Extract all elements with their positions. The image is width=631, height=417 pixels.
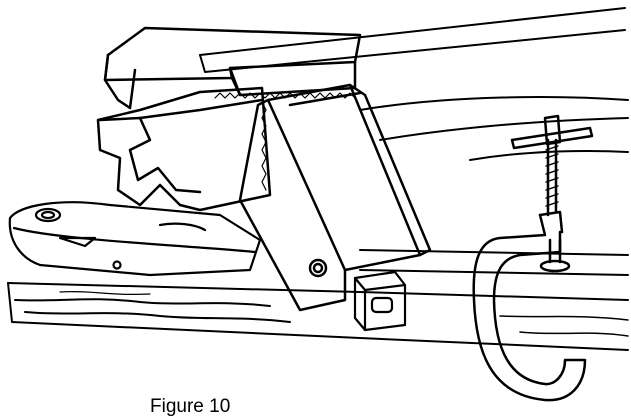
- vise-head: [103, 26, 362, 110]
- wood-plank: [7, 282, 629, 351]
- c-clamp: [472, 114, 594, 402]
- clamp-block: [353, 270, 407, 332]
- upright-bracket: [238, 83, 432, 312]
- base-plate: [8, 201, 262, 277]
- figure-caption: Figure 10: [150, 396, 231, 417]
- vise-jaw: [96, 86, 272, 212]
- long-rail: [199, 7, 629, 276]
- jaw-teeth: [214, 92, 356, 191]
